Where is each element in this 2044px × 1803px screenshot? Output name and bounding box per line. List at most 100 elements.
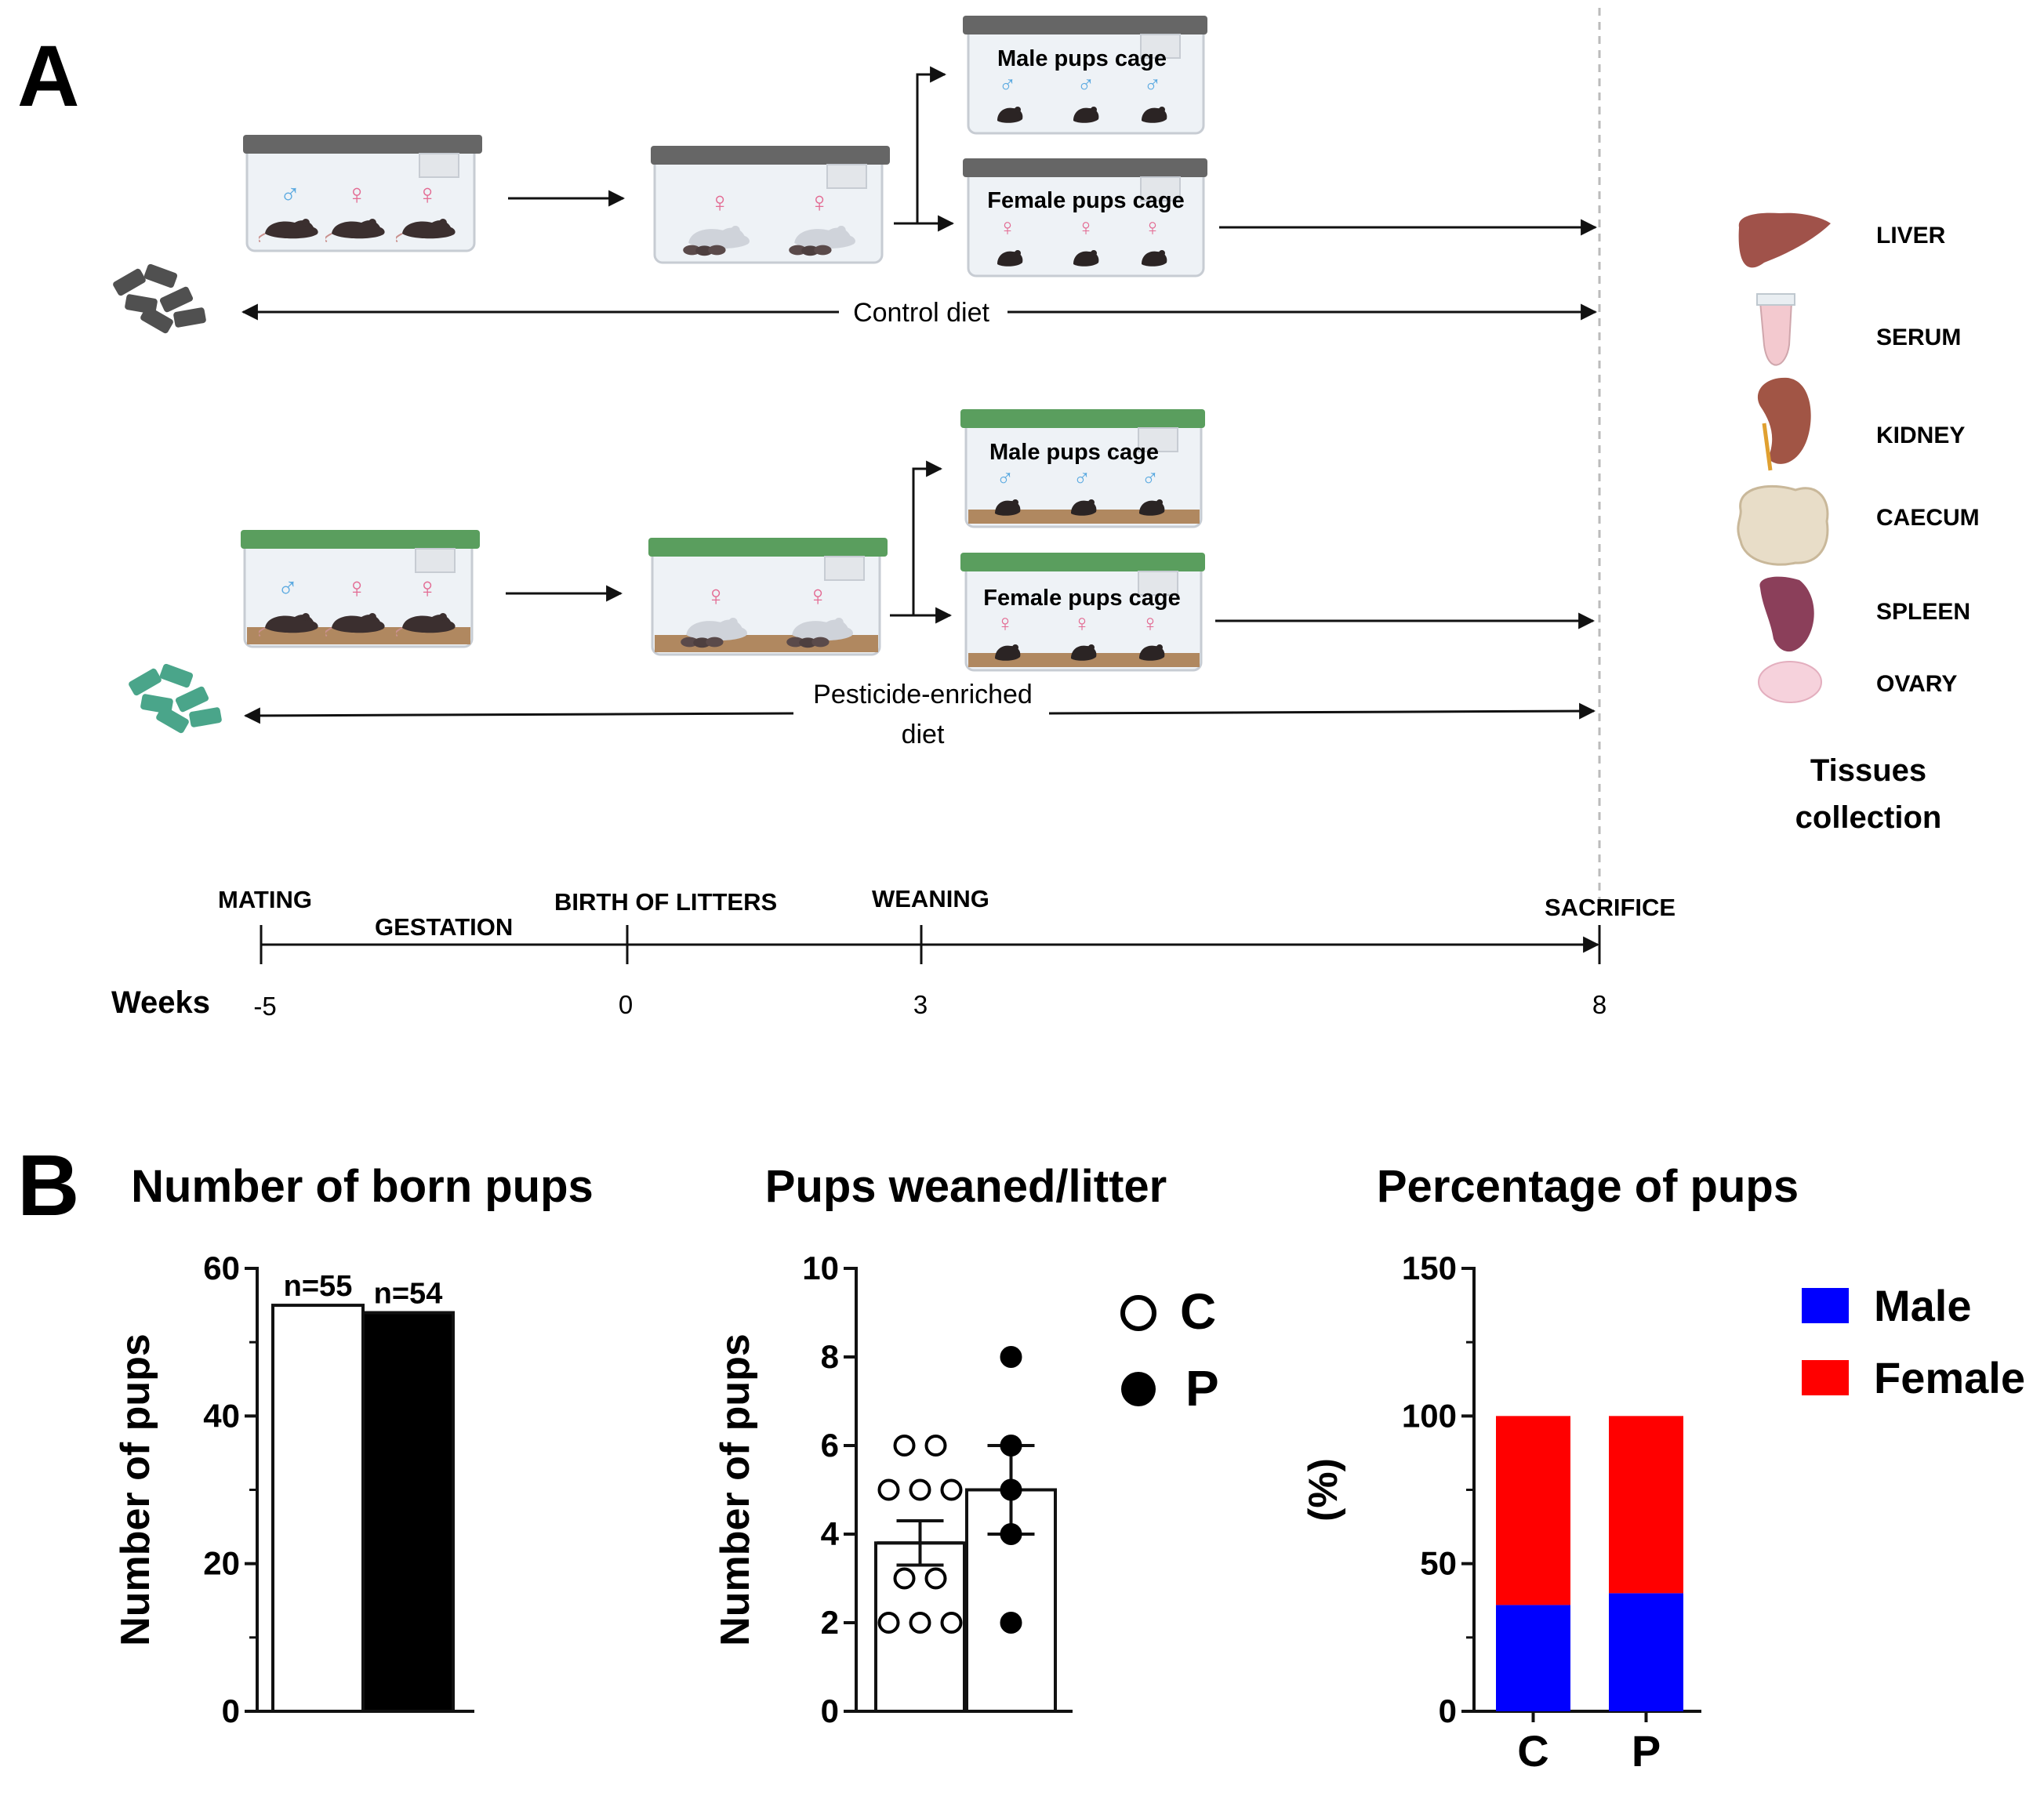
data-label: n=54 [374,1278,443,1311]
ovary-icon [1758,661,1822,703]
male-symbol: ♂ [278,571,299,604]
data-point [909,1478,931,1501]
tissues-collection: LIVER SERUM KIDNEY CAECUM SPLEEN OVARY T… [1737,212,1980,835]
pesticide-male-pups-cage: Male pups cage ♂ ♂ ♂ [960,409,1205,528]
data-point [893,1435,916,1457]
male-symbol: ♂ [1077,72,1095,98]
x-tick-label: P [1632,1726,1661,1776]
y-tick-label: 60 [203,1250,240,1286]
chart-title: Percentage of pups [1377,1161,1799,1212]
female-symbol: ♀ [1144,215,1162,241]
y-tick-label: 150 [1402,1250,1457,1286]
y-axis-label: Number of pups [713,1333,758,1646]
stacked-bar-segment [1496,1605,1570,1711]
arrow [243,707,794,724]
male-pups-cage-label: Male pups cage [989,440,1159,465]
pesticide-gestation-cage: ♀ ♀ [648,538,888,656]
pups-icon [789,245,832,256]
data-point [877,1612,900,1634]
event-gestation: GESTATION [375,913,513,941]
female-symbol: ♀ [997,611,1015,637]
bar [361,1311,455,1713]
pups-icon [681,637,724,648]
y-tick-label: 40 [203,1397,240,1434]
kidney-icon [1757,377,1811,464]
tissues-title-line1: Tissues [1810,753,1926,788]
female-symbol: ♀ [1142,611,1160,637]
female-symbol: ♀ [417,571,438,604]
female-symbol: ♀ [706,579,727,611]
control-female-pups-cage: Female pups cage ♀ ♀ ♀ [963,158,1207,278]
panel-a-letter: A [17,28,79,125]
data-point [940,1612,963,1634]
panel-a: A ♂ ♀ ♀ ♀ ♀ [17,8,1980,1021]
weeks-label: Weeks [111,985,210,1020]
event-mating: MATING [218,886,312,913]
female-symbol: ♀ [417,178,438,210]
control-male-pups-cage: Male pups cage ♂ ♂ ♂ [963,16,1207,135]
tissues-title-line2: collection [1795,800,1942,835]
female-symbol: ♀ [809,186,830,218]
data-point [893,1567,916,1590]
female-symbol: ♀ [710,186,731,218]
spleen-icon [1759,576,1814,652]
tissue-label: SPLEEN [1876,599,1970,625]
pesticide-female-pups-cage: Female pups cage ♀ ♀ ♀ [960,553,1205,672]
tissue-label: SERUM [1876,325,1961,350]
y-tick-label: 8 [821,1338,839,1375]
control-cage-lid [243,135,482,154]
y-tick-label: 20 [203,1545,240,1582]
legend-swatch-male [1802,1288,1849,1323]
data-point [1000,1346,1022,1368]
female-symbol: ♀ [808,579,829,611]
week-tick-label: 3 [913,990,928,1019]
stacked-bar-segment [1609,1416,1683,1594]
event-weaning: WEANING [872,885,989,912]
pups-icon [683,245,726,256]
data-point [877,1478,900,1501]
pesticide-row: ♂ ♀ ♀ ♀ ♀ [129,409,1596,749]
legend-swatch-female [1802,1360,1849,1395]
legend-marker-c [1120,1295,1156,1331]
male-pups-cage-label: Male pups cage [997,46,1167,71]
y-tick-label: 4 [821,1515,840,1552]
legend-label-p: P [1185,1360,1219,1417]
tissue-label: CAECUM [1876,505,1980,531]
control-gestation-cage: ♀ ♀ [651,146,890,264]
data-point [909,1612,931,1634]
y-tick-label: 6 [821,1427,839,1464]
control-row: ♂ ♀ ♀ ♀ ♀ [113,16,1598,334]
event-sacrifice: SACRIFICE [1545,894,1675,921]
y-tick-label: 0 [222,1692,240,1729]
liver-icon [1738,212,1831,268]
tissue-label: KIDNEY [1876,423,1965,448]
pesticide-diet-pellets-icon [129,663,222,734]
male-symbol: ♂ [1142,466,1160,492]
tissue-label: LIVER [1876,223,1946,249]
panel-b-letter: B [17,1137,79,1234]
timeline: MATING GESTATION BIRTH OF LITTERS WEANIN… [111,885,1675,1021]
y-axis-label: Number of pups [113,1333,158,1646]
week-tick-label: 0 [619,990,633,1019]
data-point [1000,1435,1022,1457]
chart-title: Pups weaned/litter [765,1161,1167,1212]
data-point [940,1478,963,1501]
female-symbol: ♀ [1073,611,1091,637]
data-point [1000,1523,1022,1545]
serum-tube-icon [1759,301,1793,366]
stacked-bar-segment [1609,1593,1683,1711]
legend-label-c: C [1180,1283,1216,1340]
data-label: n=55 [284,1270,353,1303]
male-symbol: ♂ [1073,466,1091,492]
y-tick-label: 100 [1402,1397,1457,1434]
bar [271,1304,365,1714]
male-symbol: ♂ [999,72,1017,98]
y-tick-label: 0 [821,1692,839,1729]
y-tick-label: 50 [1420,1545,1457,1582]
legend-label-male: Male [1874,1281,1972,1330]
